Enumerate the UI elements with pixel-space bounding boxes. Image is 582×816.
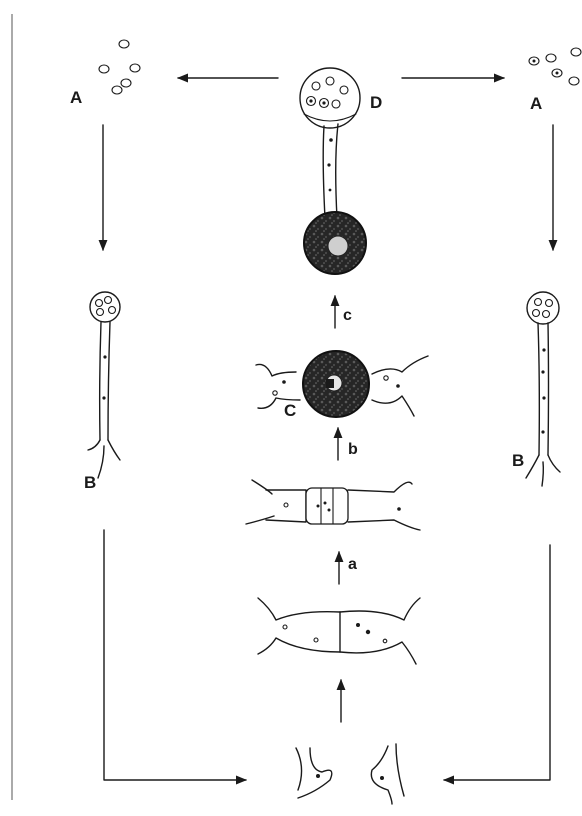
arrow-right-b-to-bottom xyxy=(444,545,550,780)
germinating-zygospore xyxy=(304,212,366,274)
label-germ-right: B xyxy=(512,451,524,470)
spores-left xyxy=(99,40,140,94)
spores-right xyxy=(529,48,581,85)
label-sporangium: D xyxy=(370,93,382,112)
label-step-c: c xyxy=(343,307,352,324)
sporangium xyxy=(300,68,360,218)
label-germ-left: B xyxy=(84,473,96,492)
germling-left xyxy=(88,292,120,478)
arrow-left-b-to-bottom xyxy=(104,530,246,780)
gametangia-contact xyxy=(258,598,420,664)
label-zygospore: C xyxy=(284,401,296,420)
progametangia xyxy=(296,744,404,804)
label-step-b: b xyxy=(348,441,358,458)
early-zygosporangium xyxy=(246,480,420,530)
label-spores-left: A xyxy=(70,88,82,107)
zygospore-stage xyxy=(256,351,428,417)
label-step-a: a xyxy=(348,556,357,573)
germling-right xyxy=(526,292,560,486)
label-spores-right: A xyxy=(530,94,542,113)
